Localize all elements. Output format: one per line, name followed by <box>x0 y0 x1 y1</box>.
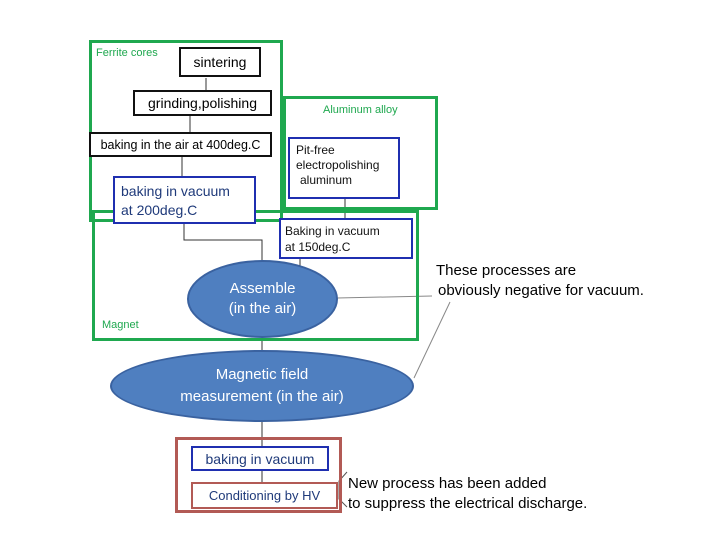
electropolishing-line2: electropolishing <box>296 158 380 172</box>
new-note-line1: New process has been added <box>348 475 547 492</box>
assemble-line1: Assemble <box>229 280 296 297</box>
baking-vacuum-200-step: baking in vacuum at 200deg.C <box>113 176 256 224</box>
baking-vacuum-150-step: Baking in vacuum at 150deg.C <box>279 218 413 259</box>
negative-note-line2: obviously negative for vacuum. <box>438 282 644 299</box>
electropolishing-line1: Pit-free <box>296 143 335 157</box>
grinding-polishing-step: grinding,polishing <box>133 90 272 116</box>
magnet-label: Magnet <box>102 319 139 331</box>
callout-line-magnetic <box>413 301 451 379</box>
new-process-group <box>175 437 342 513</box>
magnetic-field-step: Magnetic field measurement (in the air) <box>110 350 414 422</box>
baking-vacuum-text: baking in vacuum <box>205 450 315 467</box>
connector-bakevac-assemble <box>183 223 263 262</box>
electropolishing-step: Pit-free electropolishing aluminum <box>288 137 400 199</box>
baking-vacuum-150-line2: at 150deg.C <box>285 240 351 254</box>
conditioning-hv-text: Conditioning by HV <box>208 488 321 503</box>
sintering-text: sintering <box>193 54 247 70</box>
negative-note-line1: These processes are <box>436 262 577 279</box>
electropolishing-line3: aluminum <box>300 173 353 187</box>
magnetic-field-line2: measurement (in the air) <box>180 388 344 405</box>
negative-processes-note: These processes are obviously negative f… <box>433 261 713 301</box>
assemble-step: Assemble (in the air) <box>187 260 338 338</box>
aluminum-alloy-label: Aluminum alloy <box>323 104 398 116</box>
baking-vacuum-150-line1: Baking in vacuum <box>285 224 380 238</box>
aluminum-alloy-group <box>283 96 438 210</box>
conditioning-hv-step: Conditioning by HV <box>191 482 338 509</box>
new-process-note: New process has been added to suppress t… <box>348 474 648 514</box>
baking-air-step: baking in the air at 400deg.C <box>89 132 272 157</box>
baking-air-text: baking in the air at 400deg.C <box>100 137 261 152</box>
new-note-line2: to suppress the electrical discharge. <box>348 495 588 512</box>
grinding-polishing-text: grinding,polishing <box>148 95 257 111</box>
sintering-step: sintering <box>179 47 261 77</box>
ferrite-cores-label: Ferrite cores <box>96 47 158 59</box>
magnetic-field-line1: Magnetic field <box>215 366 309 383</box>
baking-vacuum-step: baking in vacuum <box>191 446 329 471</box>
baking-vacuum-200-line1: baking in vacuum <box>121 183 230 199</box>
assemble-line2: (in the air) <box>228 300 297 317</box>
baking-vacuum-200-line2: at 200deg.C <box>121 202 198 218</box>
